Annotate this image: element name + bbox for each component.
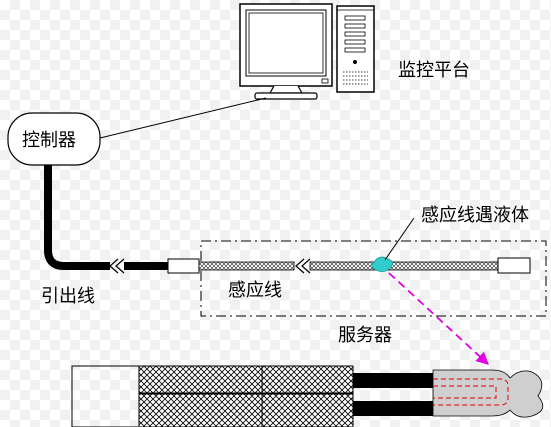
cable-break-mark <box>109 258 125 274</box>
monitor-icon <box>239 3 333 100</box>
controller-box <box>7 112 101 166</box>
lead-wire-cable <box>44 165 110 270</box>
sensing-line-break-mark <box>295 258 311 274</box>
sensing-line-left <box>198 261 295 271</box>
liquid-callout-line <box>384 217 415 261</box>
server-label: 服务器 <box>338 325 392 346</box>
controller-link-line <box>99 97 267 139</box>
sensing-line-label: 感应线 <box>228 280 282 301</box>
monitor-platform-label: 监控平台 <box>398 60 470 81</box>
cable-cross-section-detail <box>71 365 544 427</box>
pc-tower-icon <box>336 5 375 93</box>
lead-wire-label: 引出线 <box>41 286 95 307</box>
connector-plug <box>167 258 200 274</box>
controller-label: 控制器 <box>22 130 76 151</box>
sensing-line-liquid-label: 感应线遇液体 <box>421 205 529 226</box>
sensing-line-right <box>309 261 499 271</box>
liquid-droplet <box>371 256 393 272</box>
server-boundary <box>200 240 547 317</box>
end-terminal <box>497 257 531 274</box>
detail-pointer-arrow <box>388 272 489 365</box>
liquid-bridge-probe <box>432 369 544 418</box>
lead-wire-segment <box>124 262 168 270</box>
